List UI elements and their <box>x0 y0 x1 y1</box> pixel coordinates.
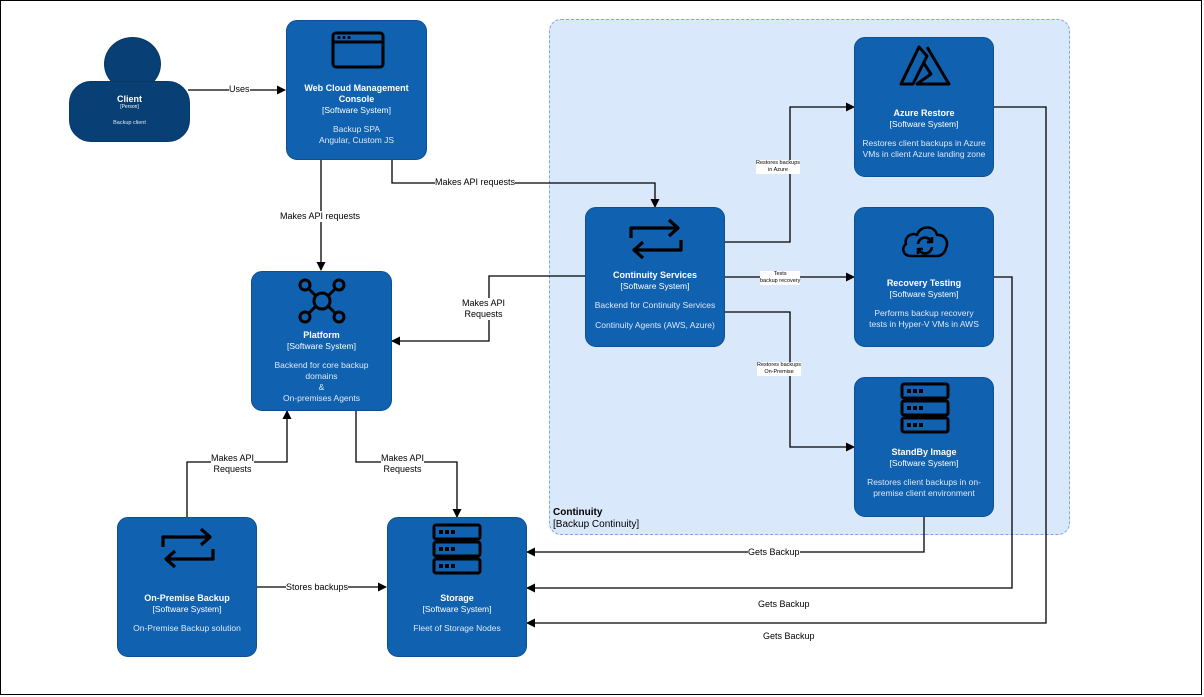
client-person[interactable]: Client [Person] Backup client <box>69 81 190 142</box>
edge-label-to-recovery: Tests backup recovery <box>760 271 801 285</box>
client-type: [Person] <box>120 104 139 110</box>
client-title: Client <box>116 94 142 104</box>
azure-restore-desc: Restores client backups in Azure VMs in … <box>862 138 986 159</box>
recovery-testing-type: [Software System] <box>889 289 959 299</box>
edge-label-to-standby-1: Restores backups <box>757 362 802 368</box>
standby-image-node[interactable]: StandBy Image [Software System] Restores… <box>854 377 994 517</box>
platform-desc-3: On-premises Agents <box>282 393 360 403</box>
continuity-services-desc-2: Continuity Agents (AWS, Azure) <box>595 320 715 330</box>
edge-label-onprem-platform-1: Makes API <box>211 453 255 463</box>
platform-desc-1: Backend for core backup domains <box>274 360 369 381</box>
azure-logo-icon <box>899 45 951 86</box>
standby-image-title: StandBy Image <box>891 447 957 457</box>
platform-desc-2: & <box>318 382 325 392</box>
web-console-title: Web Cloud Management Console <box>304 83 409 104</box>
continuity-services-node[interactable]: Continuity Services [Software System] Ba… <box>585 207 725 347</box>
cloud-sync-icon <box>901 226 949 258</box>
edge-gets-recovery <box>526 276 1013 593</box>
edge-to-standby <box>725 311 855 452</box>
azure-restore-type: [Software System] <box>889 119 959 129</box>
edge-label-to-standby-2: On-Premise <box>764 369 794 375</box>
platform-type: [Software System] <box>287 341 356 351</box>
onprem-backup-type: [Software System] <box>152 604 222 614</box>
browser-window-icon <box>331 31 385 69</box>
continuity-services-desc-1: Backend for Continuity Services <box>594 300 716 310</box>
edge-label-to-recovery-1: Tests <box>773 271 787 277</box>
azure-restore-node[interactable]: Azure Restore [Software System] Restores… <box>854 37 994 177</box>
edge-to-azure <box>725 102 855 243</box>
network-hub-icon <box>298 278 346 324</box>
edge-label-to-recovery-2: backup recovery <box>760 278 801 284</box>
edge-label-to-standby: Restores backups On-Premise <box>757 362 802 376</box>
continuity-services-title: Continuity Services <box>612 270 698 280</box>
web-console-desc-1: Backup SPA <box>332 124 381 134</box>
edge-console-continuity <box>391 160 660 208</box>
edge-label-console-continuity: Makes API requests <box>435 177 516 188</box>
boundary-subtitle: [Backup Continuity] <box>553 519 640 530</box>
storage-node[interactable]: Storage [Software System] Fleet of Stora… <box>387 517 527 657</box>
edge-label-stores: Stores backups <box>286 582 349 593</box>
onprem-backup-title: On-Premise Backup <box>144 593 230 603</box>
web-console-node[interactable]: Web Cloud Management Console [Software S… <box>286 20 427 160</box>
storage-type: [Software System] <box>422 604 492 614</box>
edge-label-to-azure: Restores backups in Azure <box>756 160 801 174</box>
edge-label-platform-storage: Makes API Requests <box>381 453 425 475</box>
onprem-backup-desc: On-Premise Backup solution <box>133 623 241 633</box>
server-rack-icon <box>900 382 950 434</box>
recovery-testing-desc: Performs backup recovery tests in Hyper-… <box>869 308 979 329</box>
edge-label-to-azure-1: Restores backups <box>756 160 801 166</box>
edge-label-onprem-platform: Makes API Requests <box>211 453 255 475</box>
recovery-testing-node[interactable]: Recovery Testing [Software System] Perfo… <box>854 207 994 347</box>
arrows-exchange-icon <box>629 218 683 260</box>
recovery-testing-title: Recovery Testing <box>886 278 962 288</box>
web-console-desc-2: Angular, Custom JS <box>318 135 395 145</box>
continuity-boundary-label: Continuity [Backup Continuity] <box>553 507 639 531</box>
edge-label-to-azure-2: in Azure <box>768 167 788 173</box>
edge-label-gets-standby: Gets Backup <box>748 547 800 558</box>
edge-label-platform-storage-1: Makes API <box>381 453 425 463</box>
edge-label-continuity-platform-2: Requests <box>464 309 503 319</box>
azure-restore-title: Azure Restore <box>893 108 955 118</box>
client-desc: Backup client <box>113 120 146 126</box>
edge-label-console-platform: Makes API requests <box>280 211 361 222</box>
storage-title: Storage <box>440 593 474 603</box>
arrows-exchange-icon <box>161 527 215 569</box>
continuity-services-type: [Software System] <box>620 281 690 291</box>
edge-label-continuity-platform-1: Makes API <box>462 298 506 308</box>
edge-gets-azure <box>526 106 1047 628</box>
onprem-backup-node[interactable]: On-Premise Backup [Software System] On-P… <box>117 517 257 657</box>
edge-label-gets-recovery: Gets Backup <box>758 599 810 610</box>
edge-label-platform-storage-2: Requests <box>383 464 422 474</box>
standby-image-desc: Restores client backups in on-premise cl… <box>867 477 981 498</box>
edge-label-gets-azure: Gets Backup <box>763 631 815 642</box>
edge-label-onprem-platform-2: Requests <box>213 464 252 474</box>
server-rack-icon <box>432 523 482 575</box>
edge-gets-standby <box>526 517 925 557</box>
edge-label-continuity-platform: Makes API Requests <box>462 298 506 320</box>
web-console-type: [Software System] <box>322 105 391 115</box>
boundary-name: Continuity <box>553 507 603 518</box>
storage-desc: Fleet of Storage Nodes <box>413 623 501 633</box>
platform-title: Platform <box>303 330 340 340</box>
edge-label-uses: Uses <box>229 84 250 95</box>
platform-node[interactable]: Platform [Software System] Backend for c… <box>251 271 392 411</box>
standby-image-type: [Software System] <box>889 458 959 468</box>
